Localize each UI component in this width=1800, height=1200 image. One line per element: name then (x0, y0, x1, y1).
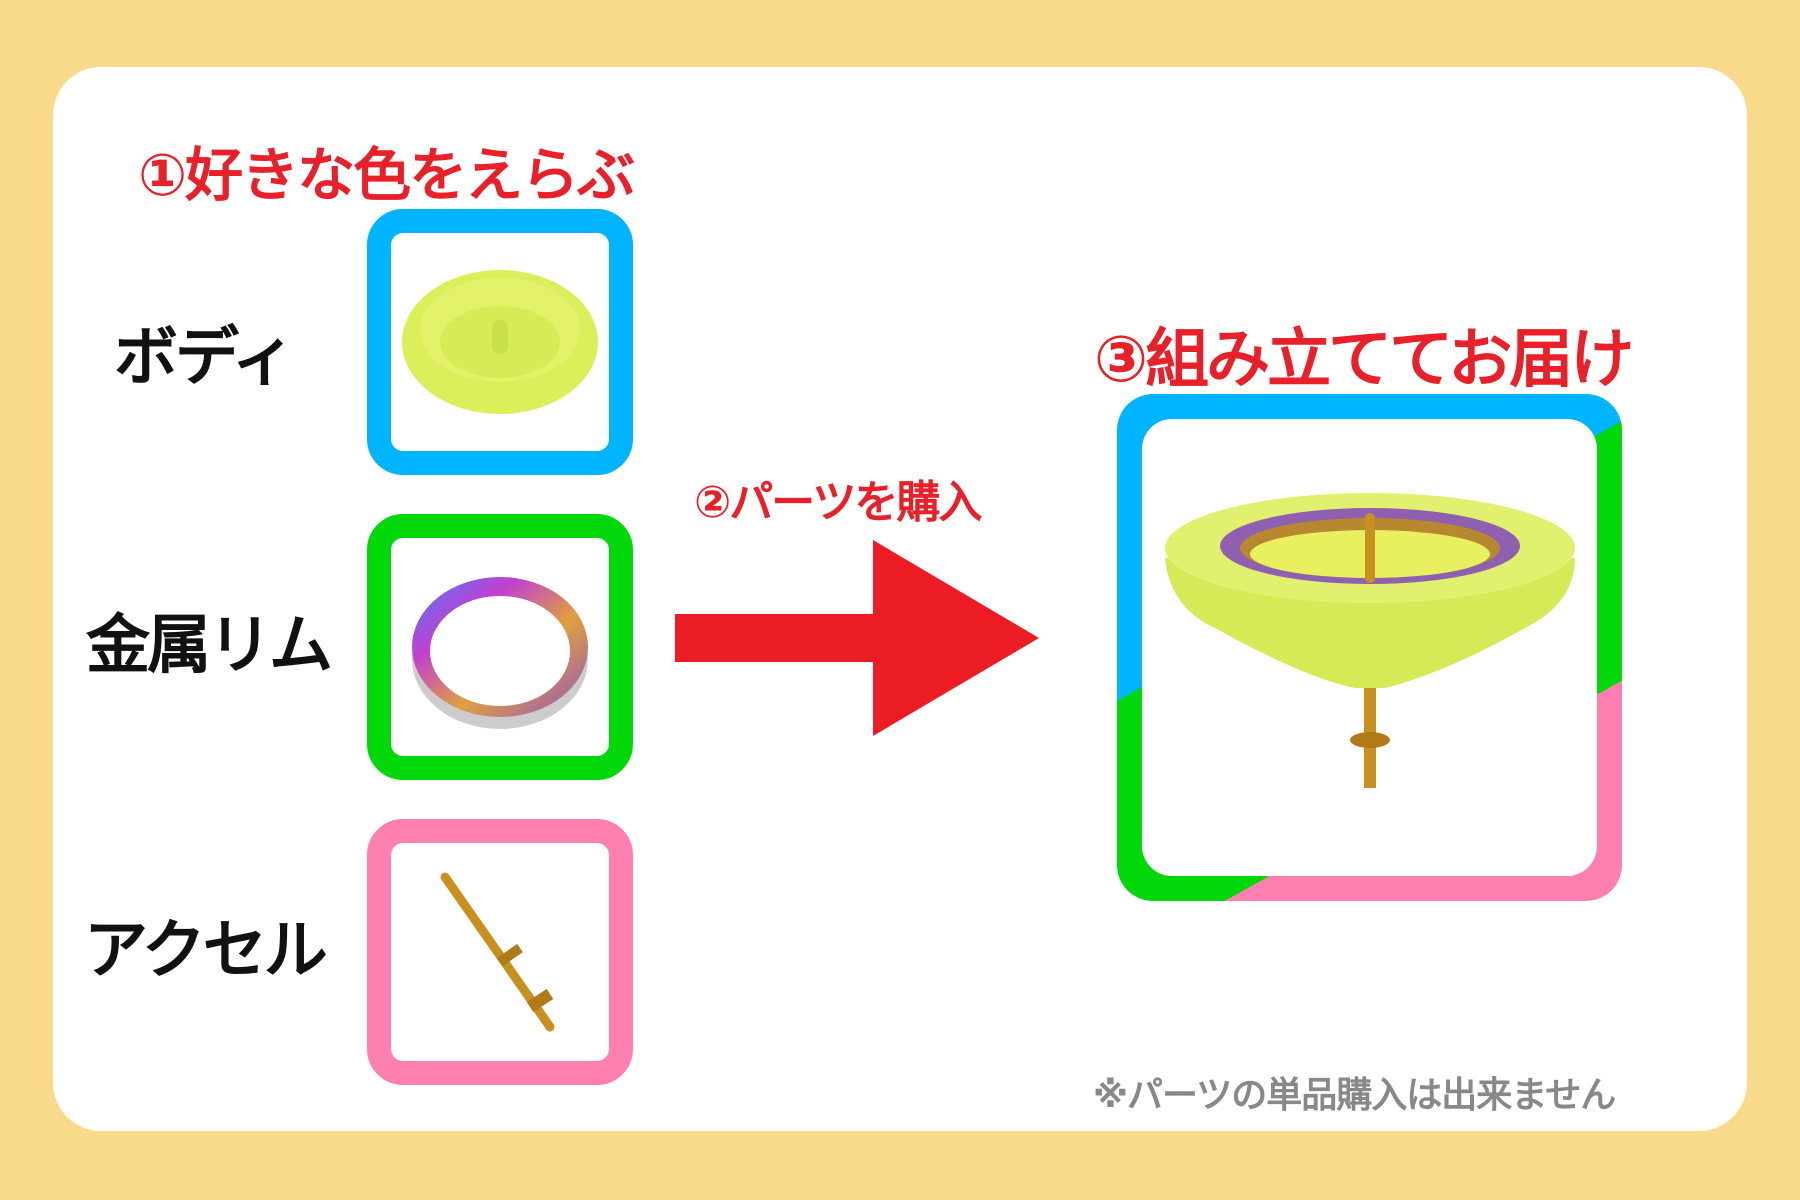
step3-title: ③組み立ててお届け (1094, 323, 1634, 397)
metal-rim-icon (412, 577, 588, 729)
axle-card[interactable] (367, 819, 633, 1085)
step1-title: ①好きな色をえらぶ (138, 141, 635, 209)
arrow-right-icon (675, 540, 1039, 736)
part-label-axle: アクセル (84, 914, 328, 988)
part-label-rim: 金属リム (86, 609, 333, 683)
part-label-body: ボディ (114, 321, 296, 395)
axle-icon (440, 872, 555, 1032)
body-part-card[interactable] (367, 209, 633, 475)
assembled-top-icon (1164, 492, 1575, 788)
assembled-top-card (1117, 394, 1622, 901)
metal-rim-card[interactable] (367, 514, 633, 780)
step2-title: ②パーツを購入 (694, 477, 982, 528)
purchase-note: ※パーツの単品購入は出来ません (1093, 1075, 1616, 1116)
body-part-icon (402, 270, 598, 414)
